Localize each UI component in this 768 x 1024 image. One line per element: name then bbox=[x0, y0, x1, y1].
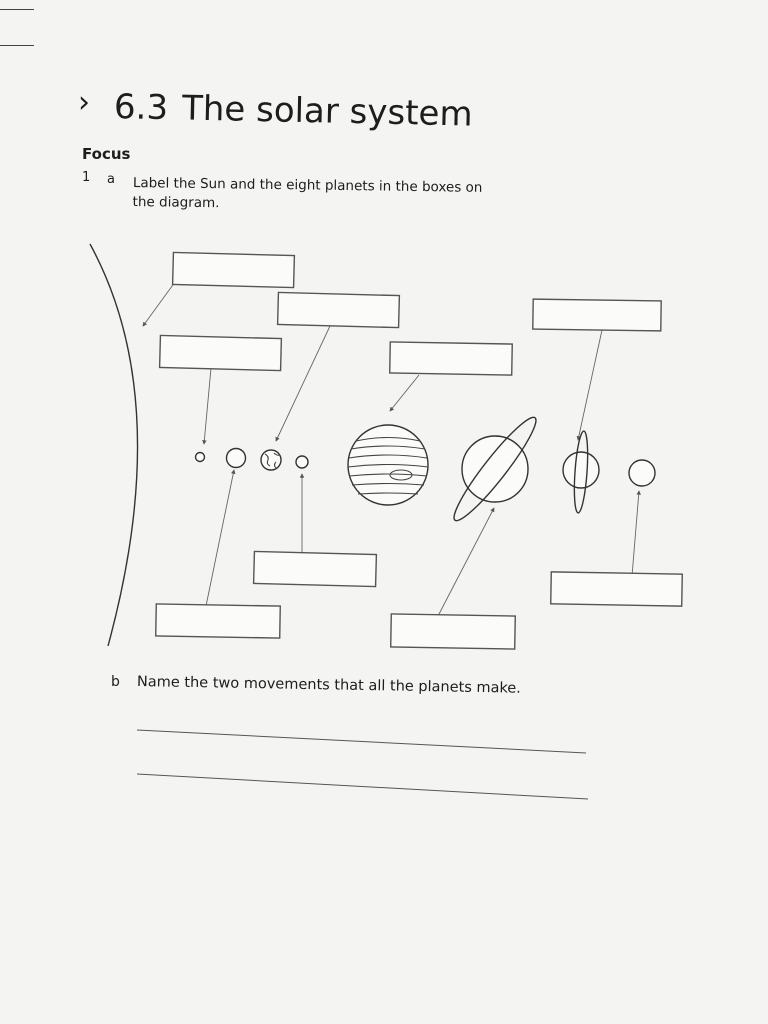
sun-edge bbox=[89, 243, 139, 647]
planet-neptune bbox=[628, 459, 656, 487]
pointer-line-venus bbox=[205, 469, 236, 607]
pointer-line-sun bbox=[142, 281, 176, 327]
label-box-saturn[interactable] bbox=[390, 613, 516, 650]
label-box-uranus[interactable] bbox=[532, 298, 662, 332]
planet-mars bbox=[295, 455, 309, 469]
planet-saturn bbox=[453, 416, 537, 522]
label-box-neptune[interactable] bbox=[550, 571, 683, 607]
answer-line-2[interactable] bbox=[136, 773, 589, 800]
planet-jupiter bbox=[347, 424, 429, 506]
margin-mark-bottom bbox=[0, 45, 34, 46]
question-part-a-letter: a bbox=[107, 172, 115, 187]
label-box-mars[interactable] bbox=[252, 550, 378, 588]
pointer-line-neptune bbox=[631, 490, 641, 577]
label-box-mercury[interactable] bbox=[158, 334, 283, 372]
answer-line-1[interactable] bbox=[136, 729, 587, 754]
margin-mark-top bbox=[0, 9, 34, 10]
planet-earth bbox=[260, 449, 282, 471]
pointer-line-uranus bbox=[576, 329, 603, 441]
question-part-b-letter: b bbox=[111, 674, 120, 690]
label-box-earth[interactable] bbox=[276, 291, 401, 329]
pointer-line-saturn bbox=[437, 507, 495, 617]
planet-mercury bbox=[194, 451, 206, 463]
pointer-line-jupiter bbox=[389, 374, 420, 412]
pointer-line-earth bbox=[275, 325, 331, 442]
label-box-sun[interactable] bbox=[171, 251, 296, 289]
planet-venus bbox=[225, 447, 247, 469]
pointer-line-mercury bbox=[202, 367, 212, 445]
label-box-jupiter[interactable] bbox=[389, 341, 513, 376]
label-box-venus[interactable] bbox=[155, 603, 281, 639]
planet-uranus bbox=[562, 430, 600, 514]
question-number: 1 bbox=[82, 170, 91, 185]
section-chevron-icon: › bbox=[78, 85, 90, 120]
focus-label: Focus bbox=[82, 145, 131, 163]
